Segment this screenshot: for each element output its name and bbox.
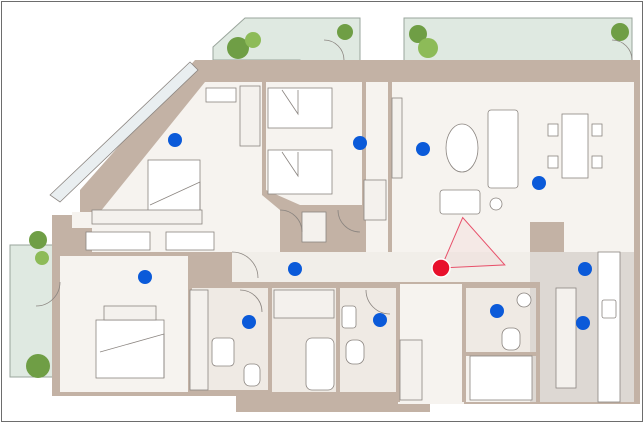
plant-pot xyxy=(489,197,503,211)
door-wc xyxy=(365,289,391,315)
kitchen-sink xyxy=(601,299,617,319)
door-hall-left xyxy=(231,251,259,279)
bed-kids-2 xyxy=(267,149,333,195)
dining-chairs xyxy=(547,123,603,169)
bed-kids-cover-2 xyxy=(281,151,299,178)
camera-marker-bedroom-upper-left[interactable] xyxy=(168,133,182,147)
wc-sink xyxy=(341,305,357,329)
camera-marker-dining-area[interactable] xyxy=(532,176,546,190)
camera-markers[interactable] xyxy=(138,133,592,330)
wardrobe-kids xyxy=(363,179,387,221)
ensuite-toilet xyxy=(243,363,261,387)
room-wc xyxy=(340,288,396,392)
sofa xyxy=(487,109,519,189)
wall-14 xyxy=(466,352,536,356)
bed-kids-1 xyxy=(267,87,333,129)
wc-toilet xyxy=(345,339,365,365)
camera-marker-living-room[interactable] xyxy=(416,142,430,156)
armchair xyxy=(439,189,481,215)
camera-marker-laundry[interactable] xyxy=(490,304,504,318)
laundry-toilet xyxy=(501,327,521,351)
bathtub xyxy=(305,337,335,391)
wall-13 xyxy=(462,282,540,288)
camera-marker-kitchen[interactable] xyxy=(578,262,592,276)
facade-window xyxy=(49,61,199,203)
wall-10 xyxy=(536,282,540,402)
wall-7 xyxy=(336,282,340,396)
corridor-shelf xyxy=(399,339,423,401)
wall-11 xyxy=(60,252,232,256)
door-balcony-top xyxy=(323,39,345,61)
door-ensuite xyxy=(239,289,263,313)
camera-marker-bathroom-ensuite[interactable] xyxy=(242,315,256,329)
storage-bed xyxy=(469,355,533,401)
planter-top-left xyxy=(227,24,353,59)
planter-top-right xyxy=(409,23,629,58)
view-direction-cone xyxy=(440,216,506,269)
tv-unit xyxy=(391,97,403,179)
camera-marker-bedroom-kids[interactable] xyxy=(353,136,367,150)
table-upper-left xyxy=(165,231,215,251)
wardrobe-master xyxy=(189,289,209,391)
nightstand xyxy=(205,87,237,103)
wall-9 xyxy=(462,282,466,402)
room-hallway xyxy=(232,252,532,282)
balcony-left xyxy=(9,244,57,378)
shelf-kids xyxy=(301,211,327,243)
bed-master xyxy=(95,319,165,379)
desk-upper-left xyxy=(91,209,203,225)
current-location-marker[interactable] xyxy=(431,258,451,278)
wall-8 xyxy=(396,282,400,402)
planter-left xyxy=(26,231,50,378)
bed-kids-cover-1 xyxy=(281,89,299,116)
bath-counter xyxy=(273,289,335,319)
bed-master-cover xyxy=(99,333,165,378)
camera-marker-utility-room[interactable] xyxy=(576,316,590,330)
coffee-table xyxy=(445,123,479,173)
dining-table xyxy=(561,113,589,179)
camera-marker-master-bedroom[interactable] xyxy=(138,270,152,284)
door-balcony-top-right xyxy=(611,39,633,61)
ensuite-sink xyxy=(211,337,235,367)
wall-6 xyxy=(268,282,272,396)
wardrobe-upper-left xyxy=(239,85,261,147)
bench-upper-left xyxy=(85,231,151,251)
door-bedroom-upper xyxy=(279,209,303,233)
kitchen-island xyxy=(555,287,577,389)
camera-marker-bathroom-main[interactable] xyxy=(373,313,387,327)
wall-12 xyxy=(192,282,396,288)
wall-3 xyxy=(388,74,392,252)
door-kids xyxy=(337,209,361,233)
camera-marker-hallway[interactable] xyxy=(288,262,302,276)
washing-machine xyxy=(516,292,532,308)
room-wardrobe xyxy=(366,82,388,252)
kitchen-column xyxy=(530,222,564,252)
kitchen-counter xyxy=(597,251,621,403)
wall-4 xyxy=(300,205,362,209)
door-balcony xyxy=(35,281,61,307)
bed-master-headboard xyxy=(103,305,157,321)
bed-cover xyxy=(149,181,201,222)
wall-1 xyxy=(262,74,266,194)
